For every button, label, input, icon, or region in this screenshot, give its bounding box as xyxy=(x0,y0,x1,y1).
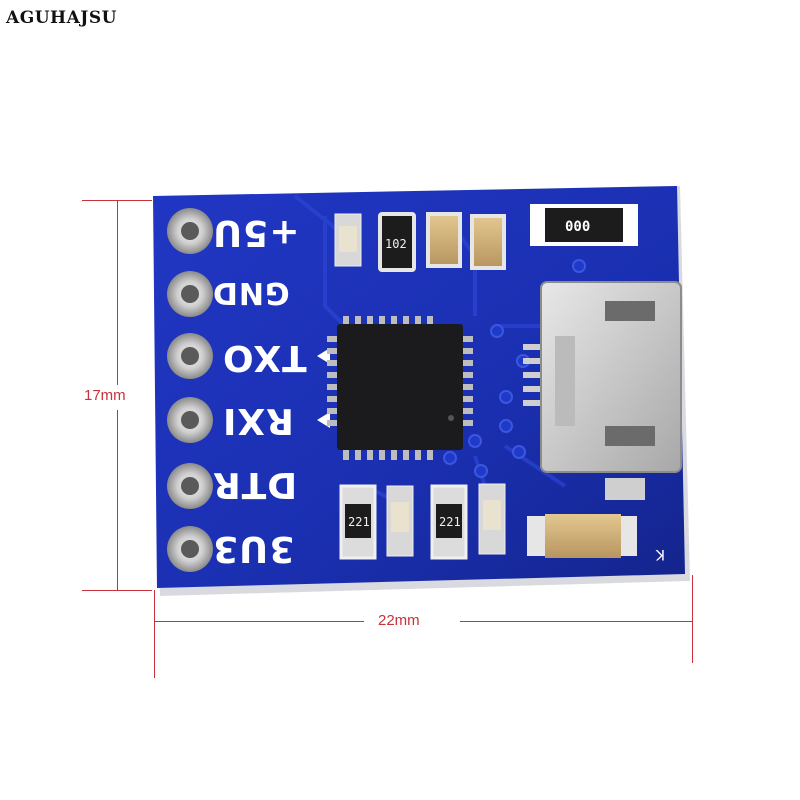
pcb-board: 102 000 xyxy=(153,186,690,596)
micro-usb-port xyxy=(523,281,682,473)
top-components: 102 000 xyxy=(334,204,638,272)
height-label: 17mm xyxy=(84,387,126,404)
pin-label-gnd: GND xyxy=(212,275,290,310)
svg-text:K: K xyxy=(655,546,665,562)
pin-label-5v: +5U xyxy=(212,212,300,253)
pin-label-3v3: 3U3 xyxy=(212,528,295,569)
header-pads xyxy=(167,208,213,572)
brand-watermark: AGUHAJSU xyxy=(6,8,117,28)
pin-label-txo: TXO xyxy=(222,337,307,378)
svg-text:221: 221 xyxy=(439,515,461,529)
usb-uart-chip xyxy=(327,316,473,460)
svg-text:221: 221 xyxy=(348,515,370,529)
width-label: 22mm xyxy=(378,612,420,629)
svg-text:102: 102 xyxy=(385,237,407,251)
bottom-components: 221 221 xyxy=(339,478,645,560)
pin-label-rxi: RXI xyxy=(222,400,294,441)
svg-text:000: 000 xyxy=(565,219,590,235)
pin-label-dtr: DTR xyxy=(212,464,298,505)
